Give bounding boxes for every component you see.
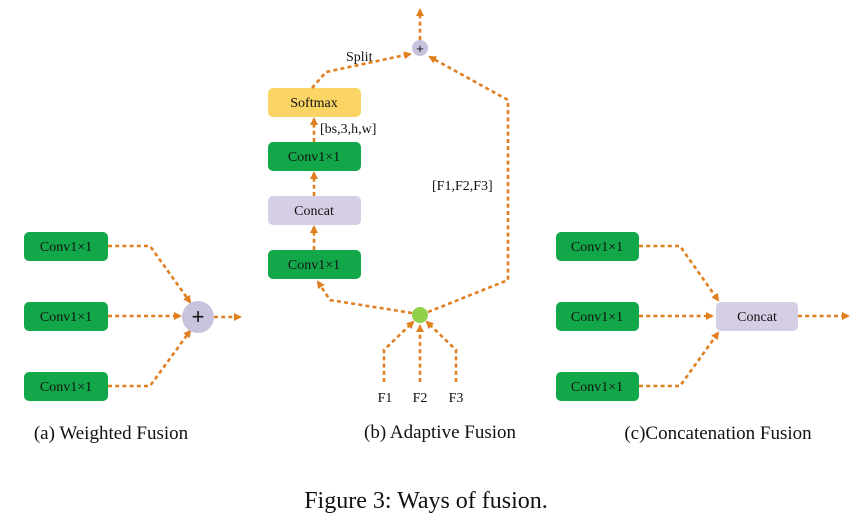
concat-conv-label-1: Conv1×1 <box>571 240 623 255</box>
weighted-caption: (a) Weighted Fusion <box>34 423 189 444</box>
adaptive-concat-box <box>268 196 361 225</box>
weighted-conv-box-2 <box>24 302 108 331</box>
adaptive-conv-bottom-label: Conv1×1 <box>288 258 340 273</box>
arrow-node-to-plus <box>427 55 510 314</box>
softmax-box <box>268 88 361 117</box>
arrow-f3 <box>425 320 458 382</box>
softmax-label: Softmax <box>290 96 337 111</box>
weighted-arrow-1 <box>108 244 192 304</box>
adaptive-conv-top-box <box>268 142 361 171</box>
concat-arrow-3 <box>639 331 720 388</box>
weighted-conv-label-1: Conv1×1 <box>40 240 92 255</box>
input-f2: F2 <box>413 391 428 406</box>
adaptive-plus-symbol: + <box>416 41 424 56</box>
weighted-conv-box-1 <box>24 232 108 261</box>
arrow-f1 <box>382 320 415 382</box>
adaptive-conv-top-label: Conv1×1 <box>288 150 340 165</box>
arrow-node-to-conv <box>316 280 413 315</box>
concat-fusion-box <box>716 302 798 331</box>
concat-arrow-1 <box>639 244 720 302</box>
adaptive-conv-bottom-box <box>268 250 361 279</box>
weighted-plus-node <box>182 301 214 333</box>
shape-label: [bs,3,h,w] <box>320 122 376 137</box>
figure-caption: Figure 3: Ways of fusion. <box>304 488 548 514</box>
concat-conv-label-2: Conv1×1 <box>571 310 623 325</box>
weighted-conv-box-3 <box>24 372 108 401</box>
input-f3: F3 <box>449 391 464 406</box>
concat-conv-label-3: Conv1×1 <box>571 380 623 395</box>
concatenation-fusion-panel: Conv1×1 Conv1×1 Conv1×1 Concat (c)Concat… <box>556 232 850 444</box>
adaptive-plus-node <box>412 40 428 56</box>
weighted-arrow-3 <box>108 329 192 388</box>
features-label: [F1,F2,F3] <box>432 179 493 194</box>
adaptive-caption: (b) Adaptive Fusion <box>364 422 516 443</box>
weighted-plus-symbol: + <box>192 304 205 329</box>
concat-conv-box-3 <box>556 372 639 401</box>
concatenation-caption: (c)Concatenation Fusion <box>624 423 812 444</box>
adaptive-concat-label: Concat <box>294 204 334 219</box>
weighted-conv-label-3: Conv1×1 <box>40 380 92 395</box>
concat-conv-box-1 <box>556 232 639 261</box>
input-f1: F1 <box>378 391 393 406</box>
split-label: Split <box>346 50 373 65</box>
concat-fusion-label: Concat <box>737 310 777 325</box>
weighted-fusion-panel: Conv1×1 Conv1×1 Conv1×1 + (a) Weighted F… <box>24 232 242 444</box>
concat-conv-box-2 <box>556 302 639 331</box>
adaptive-green-node <box>412 307 428 323</box>
adaptive-fusion-panel: Softmax Conv1×1 Concat Conv1×1 [bs,3,h,w… <box>268 8 516 443</box>
weighted-conv-label-2: Conv1×1 <box>40 310 92 325</box>
